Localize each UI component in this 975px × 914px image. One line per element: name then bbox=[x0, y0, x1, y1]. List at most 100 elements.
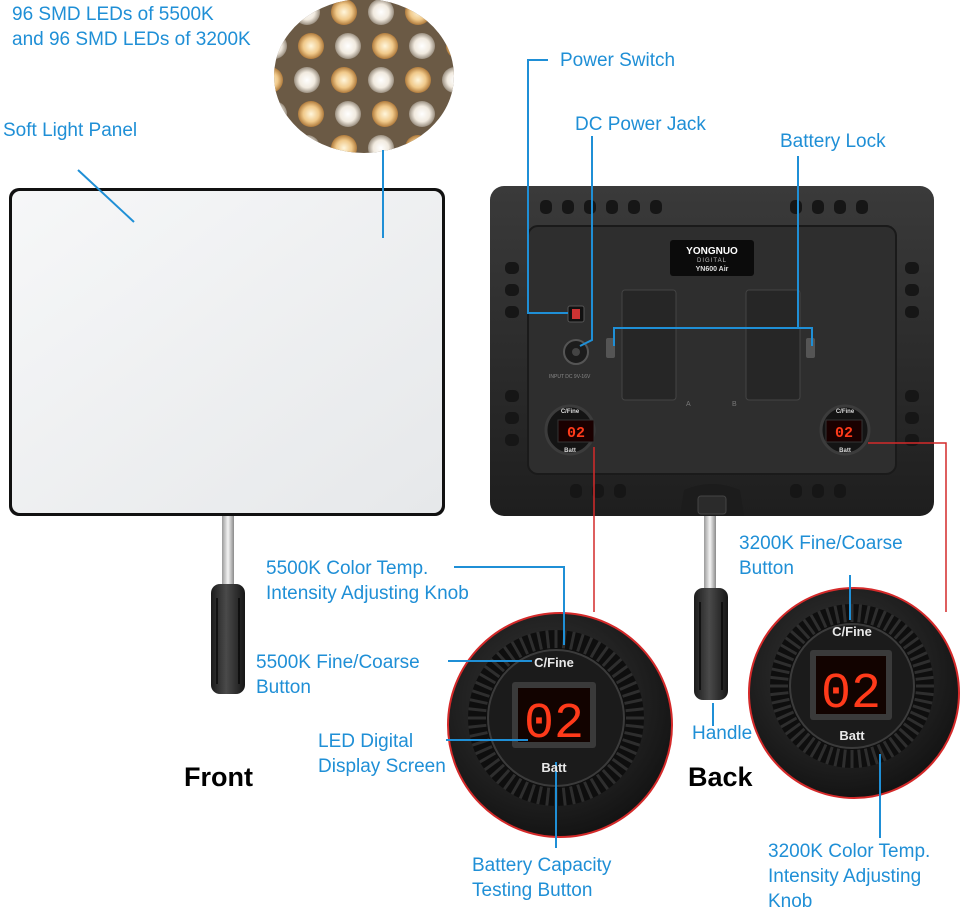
label-fine-5500-line1: 5500K Fine/Coarse bbox=[256, 652, 420, 673]
knob-ridge bbox=[790, 630, 806, 645]
knob-ridge bbox=[510, 641, 523, 659]
knob-ridge bbox=[915, 691, 934, 697]
vent bbox=[812, 200, 824, 214]
vent bbox=[790, 484, 802, 498]
vent bbox=[592, 484, 604, 498]
label-fine-5500: 5500K Fine/Coarse Button bbox=[256, 650, 420, 700]
knob-ridge bbox=[893, 624, 908, 640]
led-5500k bbox=[274, 33, 287, 59]
knob-ridge bbox=[527, 784, 536, 803]
knob-ridge bbox=[802, 736, 816, 754]
knob-ridge bbox=[773, 704, 792, 713]
knob-ridge bbox=[825, 607, 834, 626]
vent bbox=[505, 412, 519, 424]
label-fine-5500-line2: Button bbox=[256, 677, 311, 698]
led-3200k bbox=[331, 0, 357, 25]
vent bbox=[834, 200, 846, 214]
label-knob-3200-line3: Knob bbox=[768, 891, 813, 912]
vent bbox=[562, 200, 574, 214]
led-5500k bbox=[442, 67, 454, 93]
knob-ridge bbox=[882, 740, 895, 758]
knob-ridge bbox=[915, 675, 934, 681]
small-knob-right-bottom: Batt bbox=[839, 448, 851, 454]
led-5500k bbox=[409, 33, 435, 59]
knob-ridge bbox=[888, 618, 902, 636]
knob-ridge bbox=[503, 645, 517, 663]
vent bbox=[650, 200, 662, 214]
knob-ridge bbox=[876, 610, 887, 629]
knob-ridge bbox=[536, 786, 543, 805]
knob-ridge bbox=[833, 605, 841, 624]
brand-logo: YONGNUO bbox=[686, 246, 738, 257]
knob-ridge bbox=[576, 633, 585, 652]
led-closeup bbox=[274, 0, 454, 153]
led-5500k bbox=[442, 135, 454, 153]
knob-ridge bbox=[496, 769, 511, 785]
knob-ridge bbox=[625, 723, 644, 729]
label-battery-test-line1: Battery Capacity bbox=[472, 855, 612, 876]
knob-ridge bbox=[589, 777, 602, 795]
knob-ridge bbox=[611, 757, 629, 771]
knob-ridge bbox=[479, 672, 497, 685]
knob-ridge bbox=[914, 697, 933, 705]
knob-ridge bbox=[601, 651, 616, 667]
knob-ridge bbox=[863, 748, 871, 767]
knob-ridge bbox=[796, 624, 811, 640]
knob-ridge bbox=[790, 727, 806, 742]
led-3200k bbox=[274, 67, 283, 93]
led-3200k bbox=[331, 135, 357, 153]
led-3200k bbox=[446, 101, 454, 127]
led-5500k bbox=[368, 0, 394, 25]
knob-ridge bbox=[898, 727, 914, 742]
label-led-display: LED Digital Display Screen bbox=[318, 729, 446, 779]
label-handle: Handle bbox=[692, 723, 753, 744]
vent bbox=[584, 200, 596, 214]
knob-ridge bbox=[545, 630, 551, 649]
label-knob-5500: 5500K Color Temp. Intensity Adjusting Kn… bbox=[266, 556, 469, 606]
led-3200k bbox=[446, 33, 454, 59]
led-3200k bbox=[405, 67, 431, 93]
vent bbox=[905, 434, 919, 446]
vent bbox=[628, 200, 640, 214]
knob-ridge bbox=[771, 667, 790, 675]
model-name: YN600 Air bbox=[696, 266, 729, 273]
led-3200k bbox=[274, 0, 283, 25]
led-5500k bbox=[442, 0, 454, 25]
knob-ridge bbox=[622, 738, 641, 747]
label-fine-3200-line2: Button bbox=[739, 558, 794, 579]
led-5500k bbox=[335, 101, 361, 127]
knob-ridge bbox=[561, 787, 567, 806]
zoom-left-display: 02 bbox=[524, 696, 584, 753]
zoom-left-knob-bottom: Batt bbox=[541, 760, 567, 775]
knob-ridge bbox=[912, 659, 931, 668]
knob-ridge bbox=[870, 607, 879, 626]
led-3200k bbox=[298, 33, 324, 59]
knob-ridge bbox=[625, 707, 644, 713]
knob-ridge bbox=[863, 605, 871, 624]
knob-ridge bbox=[912, 704, 931, 713]
label-battery-lock: Battery Lock bbox=[780, 131, 886, 152]
knob-ridge bbox=[471, 689, 490, 698]
small-knob-right-top: C/Fine bbox=[836, 409, 855, 415]
knob-ridge bbox=[469, 731, 488, 738]
vent bbox=[505, 434, 519, 446]
knob-ridge bbox=[469, 698, 488, 705]
knob-ridge bbox=[833, 748, 841, 767]
title-back: Back bbox=[688, 762, 753, 792]
vent bbox=[505, 390, 519, 402]
knob-ridge bbox=[876, 743, 887, 762]
led-5500k bbox=[294, 67, 320, 93]
knob-ridge bbox=[624, 731, 643, 738]
led-5500k bbox=[274, 101, 287, 127]
knob-ridge bbox=[569, 786, 576, 805]
knob-ridge bbox=[595, 645, 609, 663]
knob-ridge bbox=[615, 751, 633, 764]
knob-ridge bbox=[527, 633, 536, 652]
knob-ridge bbox=[474, 745, 493, 756]
label-power-switch: Power Switch bbox=[560, 50, 676, 71]
led-3200k bbox=[372, 33, 398, 59]
zoom-left-knob-top: C/Fine bbox=[534, 655, 574, 670]
vent bbox=[834, 484, 846, 498]
knob-ridge bbox=[906, 716, 924, 729]
knob-ridge bbox=[583, 781, 594, 800]
